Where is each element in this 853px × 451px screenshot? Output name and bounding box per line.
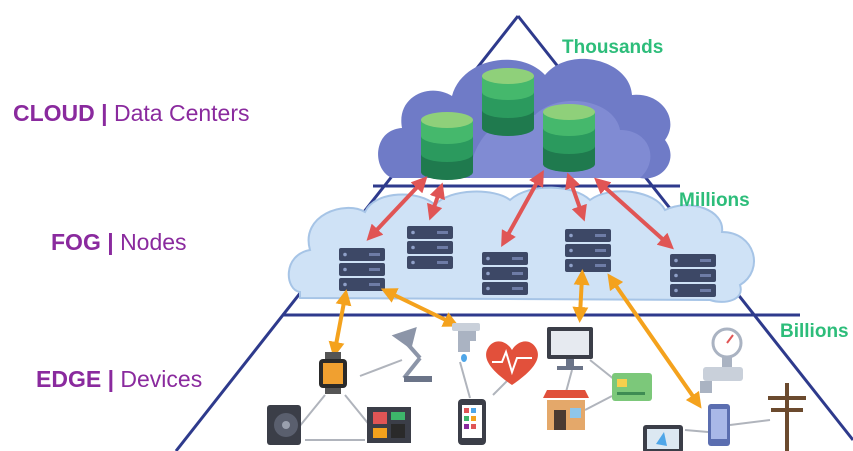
- fog-edge-arrows: [328, 269, 702, 409]
- edge-layer-separator: |: [107, 366, 115, 392]
- faucet-icon: [452, 323, 480, 362]
- cloud-layer-separator: |: [101, 100, 108, 126]
- cloud-layer-desc: Data Centers: [114, 100, 250, 126]
- power-pole-icon: [768, 383, 806, 451]
- database-icon: [482, 68, 534, 136]
- credit-card-icon: [612, 373, 652, 401]
- cloud-layer-name: CLOUD: [13, 100, 95, 126]
- server-icon: [482, 252, 528, 295]
- edge-count-label: Billions: [780, 321, 849, 342]
- heart-rate-icon: [486, 341, 538, 385]
- hard-drive-icon: [267, 405, 301, 445]
- navigation-tablet-icon: [643, 425, 683, 451]
- edge-layer-name: EDGE: [36, 366, 102, 392]
- cloud-count-label: Thousands: [562, 37, 664, 58]
- cloud-fog-arrows: [366, 170, 674, 250]
- edge-layer-desc: Devices: [120, 366, 203, 392]
- database-icon: [543, 104, 595, 172]
- smartphone-icon: [458, 399, 486, 445]
- smartphone-icon: [708, 404, 730, 446]
- smartwatch-icon: [319, 352, 347, 394]
- fog-layer-separator: |: [107, 229, 114, 255]
- cloud-layer-label: CLOUD | Data Centers: [13, 102, 250, 125]
- fog-layer-name: FOG: [51, 229, 101, 255]
- fog-layer-desc: Nodes: [120, 229, 187, 255]
- fog-layer-label: FOG | Nodes: [51, 231, 187, 254]
- database-icon: [421, 112, 473, 180]
- edge-layer-label: EDGE | Devices: [36, 368, 202, 391]
- server-icon: [565, 229, 611, 272]
- fog-count-label: Millions: [679, 190, 750, 211]
- server-icon: [339, 248, 385, 291]
- shop-icon: [543, 390, 589, 430]
- circuit-board-icon: [367, 407, 411, 443]
- gas-meter-icon: [700, 327, 743, 393]
- server-icon: [670, 254, 716, 297]
- monitor-icon: [547, 327, 593, 370]
- desk-lamp-icon: [391, 326, 432, 382]
- server-icon: [407, 226, 453, 269]
